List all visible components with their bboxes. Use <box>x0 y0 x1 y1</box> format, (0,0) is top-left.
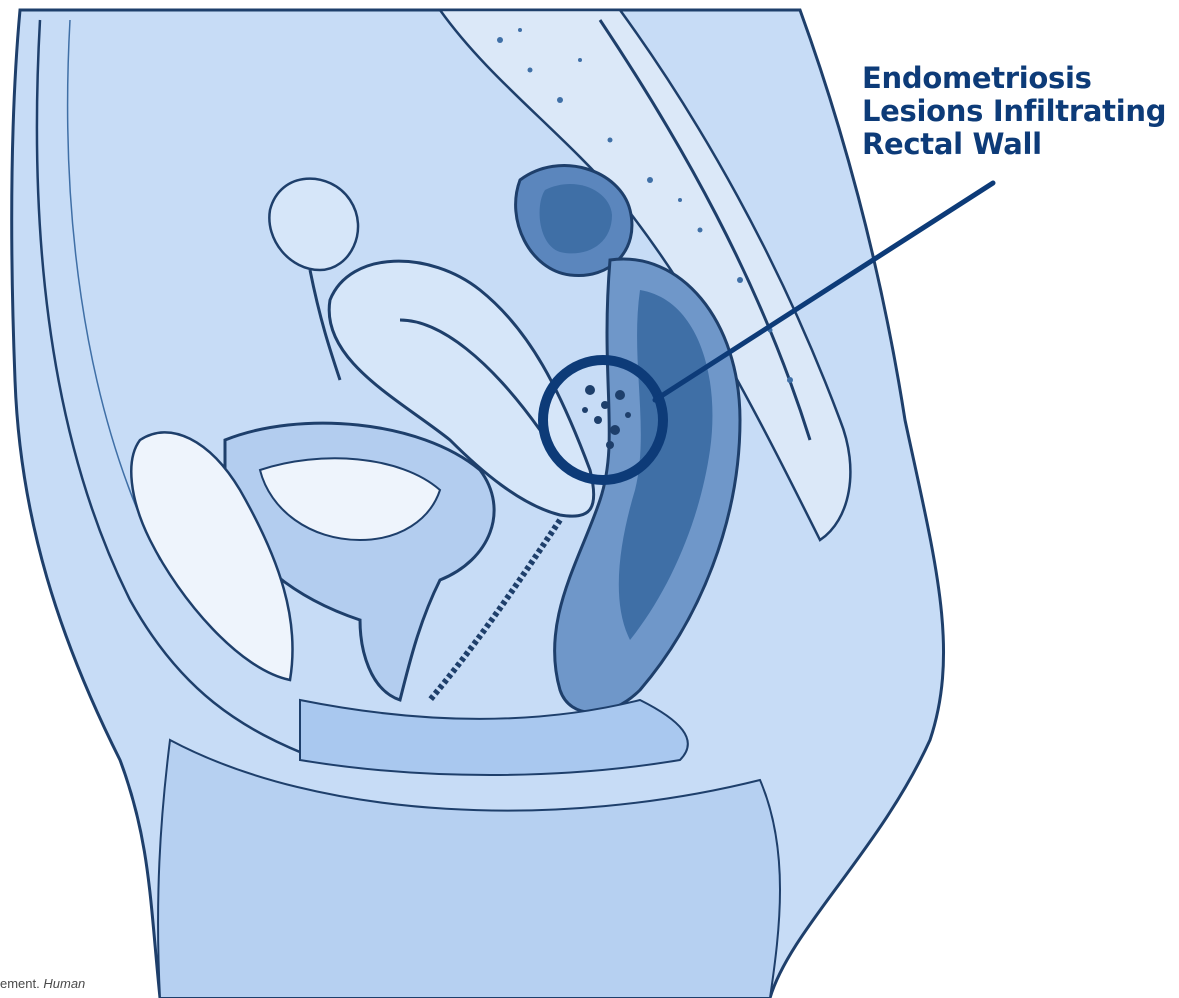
credit-italic: Human <box>43 976 85 991</box>
image-credit: ement. Human <box>0 976 85 991</box>
callout-line-1: Endometriosis <box>862 62 1166 95</box>
credit-prefix: ement. <box>0 976 40 991</box>
callout-line-2: Lesions Infiltrating <box>862 95 1166 128</box>
callout-label: Endometriosis Lesions Infiltrating Recta… <box>862 62 1166 161</box>
callout-line-3: Rectal Wall <box>862 128 1166 161</box>
